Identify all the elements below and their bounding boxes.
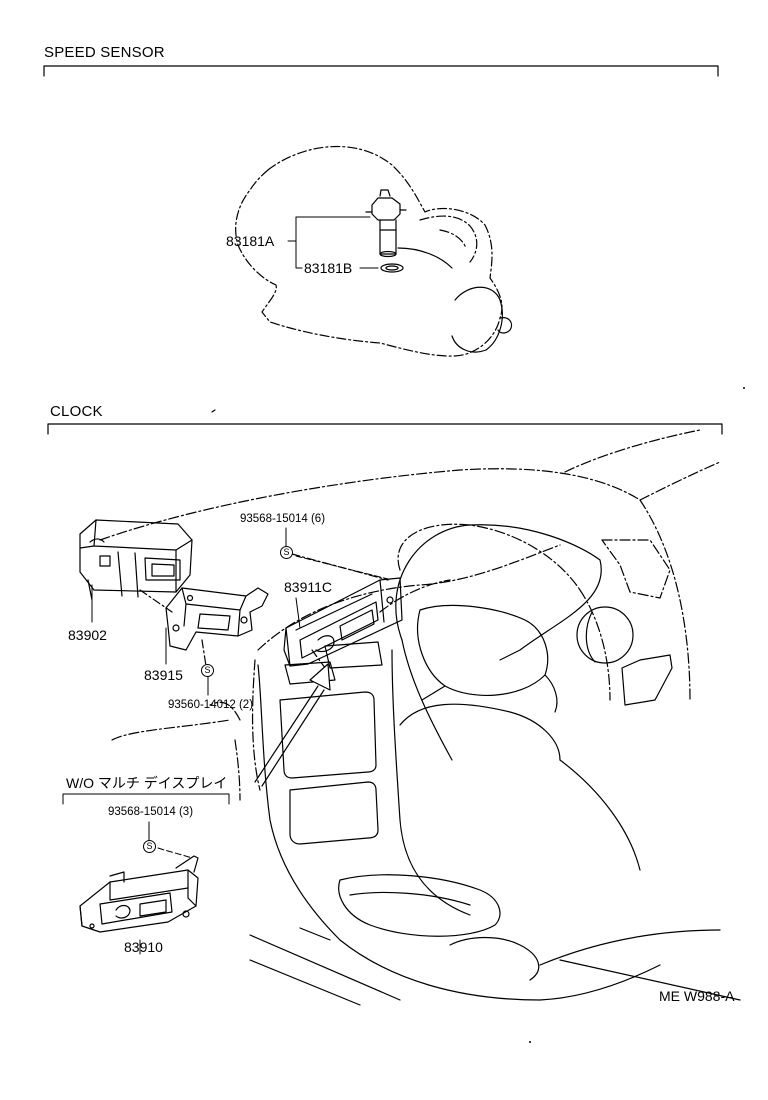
part-label-bracket-screw: 93560-14012 (2)	[168, 699, 254, 711]
part-label-83181a: 83181A	[226, 233, 275, 249]
center-console	[249, 641, 741, 1006]
transmission-housing-right	[397, 247, 513, 353]
part-label-83915: 83915	[144, 667, 183, 683]
location-arrow	[254, 663, 331, 787]
speed-sensor-section-bracket	[43, 65, 719, 77]
screw-marker-single: S	[143, 840, 156, 853]
clock-housing-part	[79, 519, 193, 601]
clock-multi-part	[283, 577, 403, 667]
screw-marker-multi: S	[280, 546, 293, 559]
screw-marker-bracket: S	[201, 664, 214, 677]
diagram-code: ME W988-A	[659, 988, 735, 1004]
transmission-outline	[235, 145, 503, 357]
sensor-leader-lines	[287, 216, 379, 269]
part-label-83902: 83902	[68, 627, 107, 643]
part-label-83181b: 83181B	[304, 260, 353, 276]
clock-section-title: CLOCK	[50, 403, 103, 420]
part-label-single-screw: 93568-15014 (3)	[108, 806, 194, 818]
part-label-83910: 83910	[124, 939, 163, 955]
speed-sensor-section-title: SPEED SENSOR	[44, 44, 165, 61]
clock-leader-lines	[62, 527, 393, 955]
dashboard-outline	[99, 429, 721, 801]
speed-sensor-part	[365, 189, 407, 258]
clock-single-part	[79, 855, 199, 933]
bracket-dash-lines	[139, 589, 207, 667]
clock-section-bracket	[47, 409, 723, 435]
variant-label: W/O マルチ デイスプレイ	[66, 775, 228, 791]
steering-wheel	[395, 524, 673, 761]
part-label-83911c: 83911C	[284, 579, 333, 595]
misc-dots	[529, 387, 745, 1043]
part-label-multi-screw: 93568-15014 (6)	[240, 513, 326, 525]
bracket-part	[165, 587, 269, 651]
clock-multi-dash-lines	[291, 553, 389, 673]
sensor-ring-part	[380, 263, 404, 273]
